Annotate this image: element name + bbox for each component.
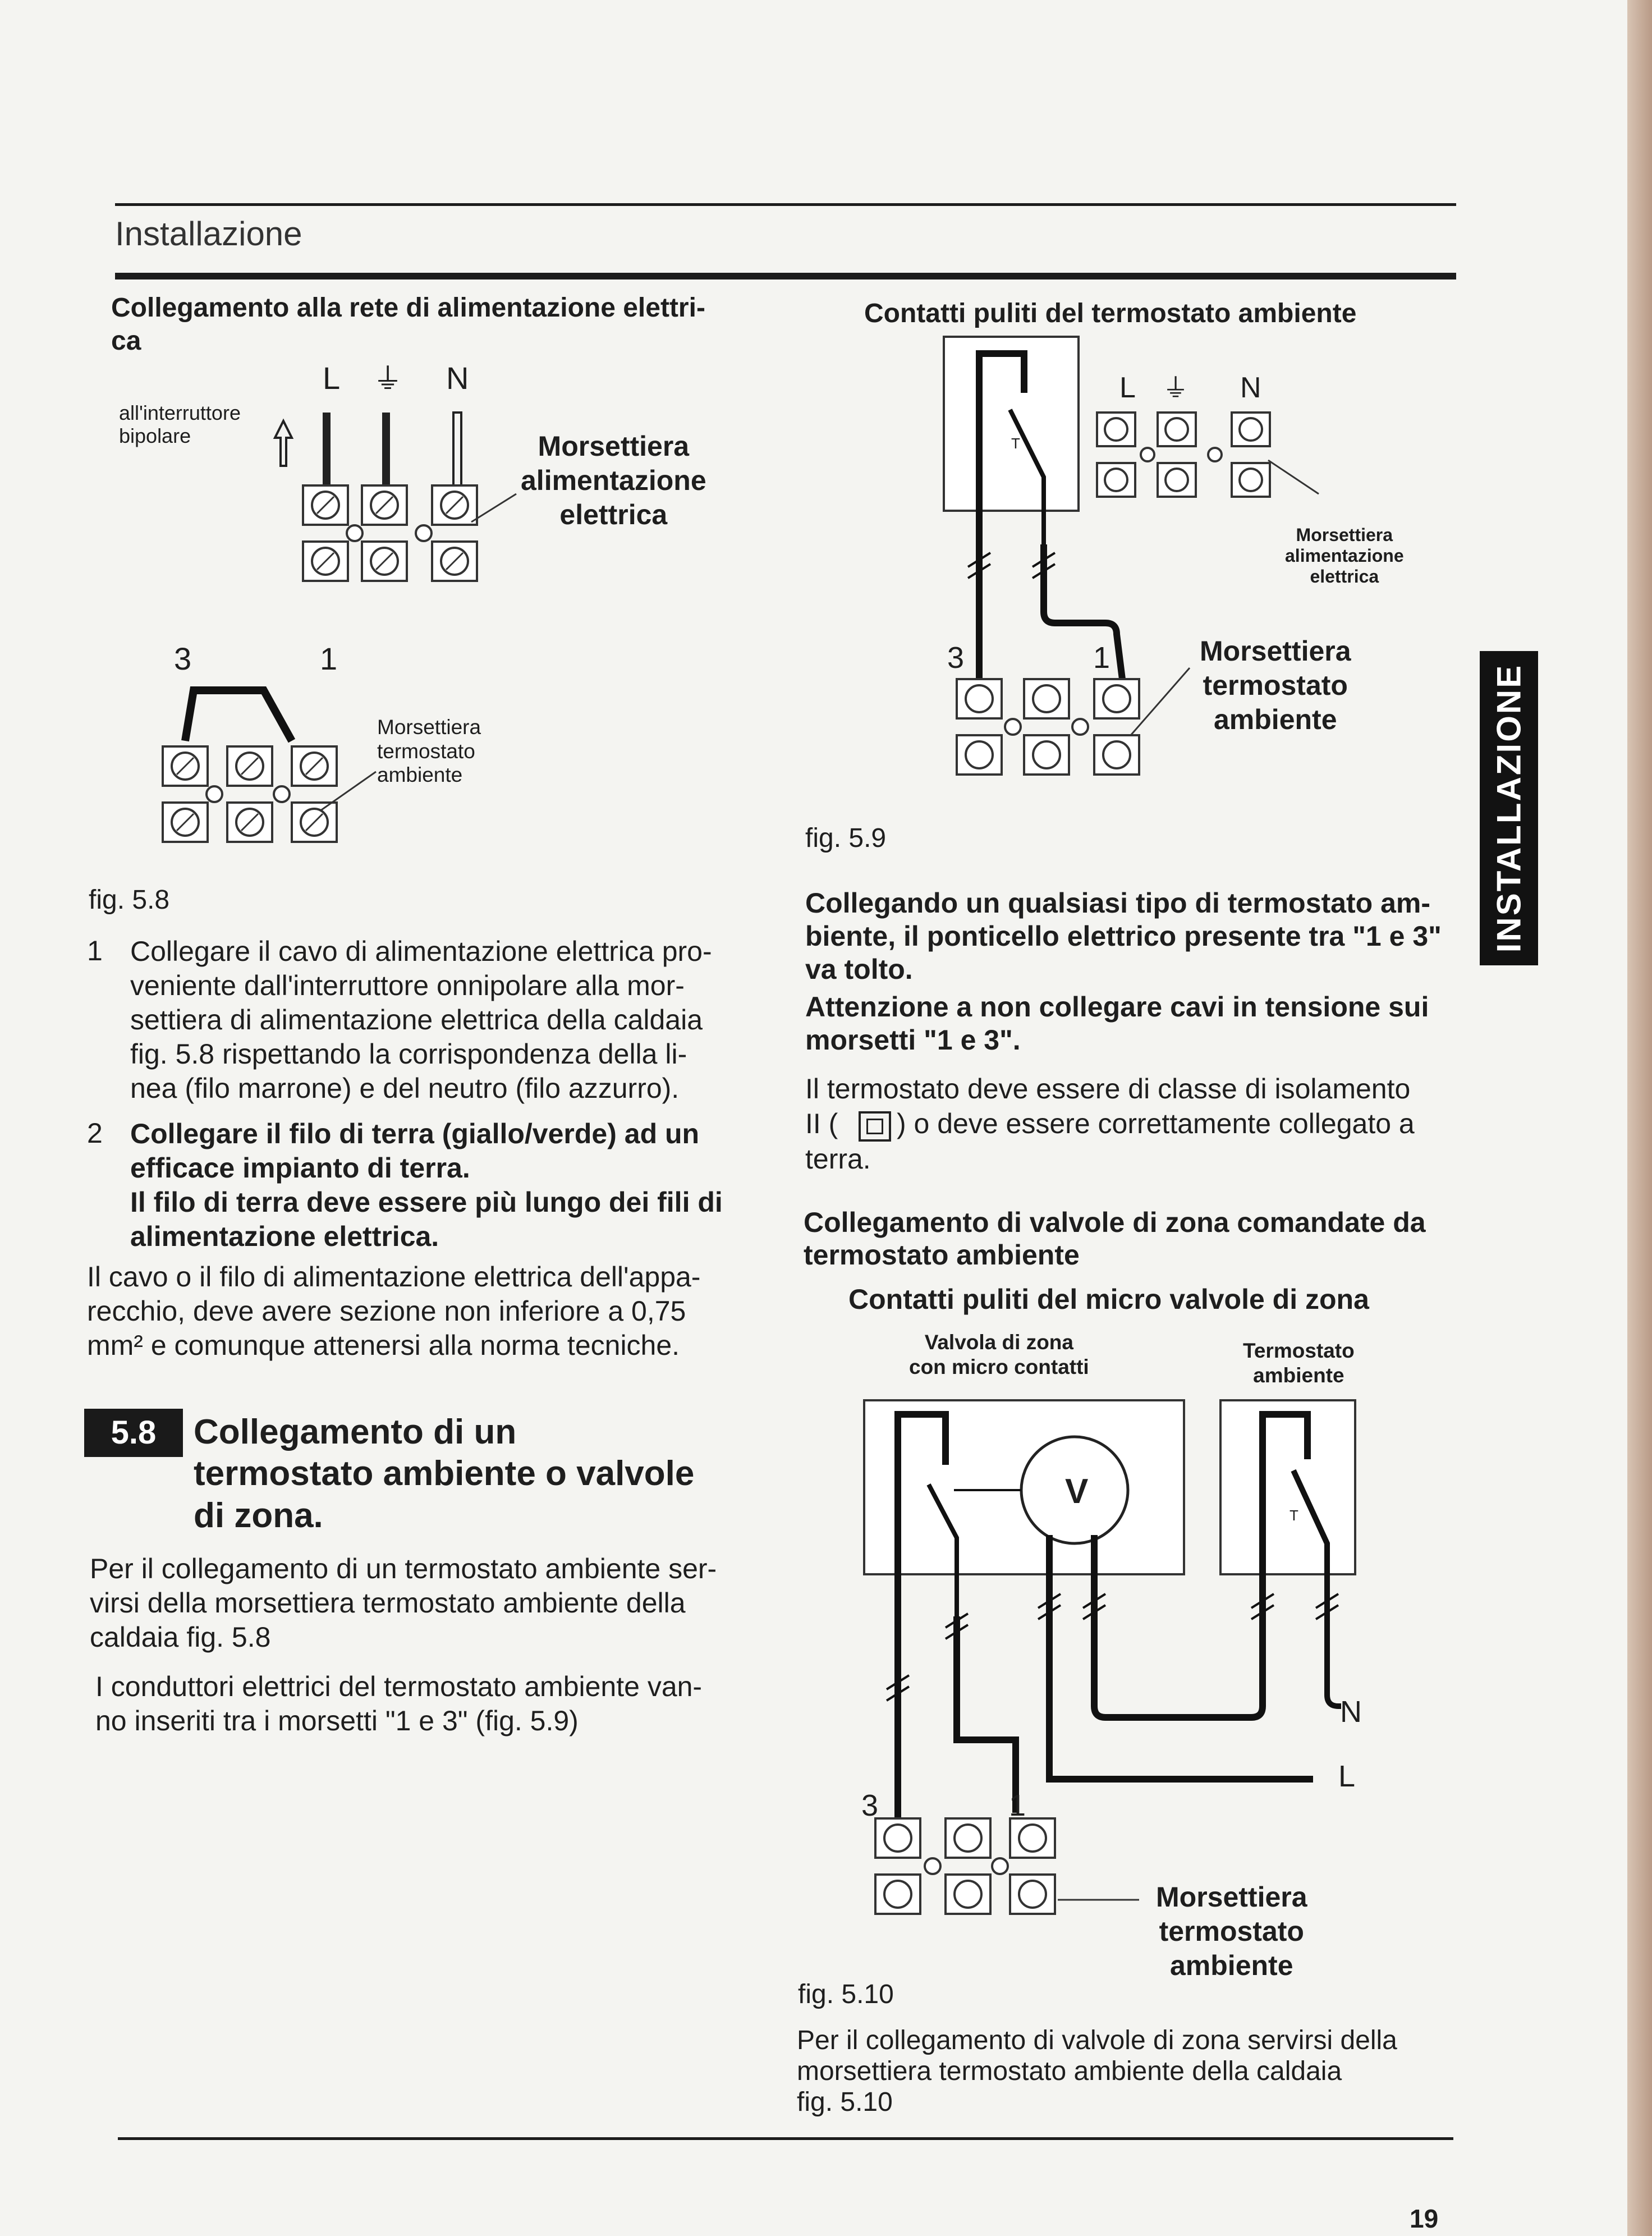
class-text-line2: ) o deve essere correttamente collegato … (897, 1108, 1415, 1139)
header-bottom-rule (115, 273, 1456, 280)
room-thermostat-box-icon (943, 336, 1080, 512)
cable-section-note: Il cavo o il filo di alimentazione elett… (87, 1261, 701, 1361)
fig-5-10-caption: fig. 5.10 (798, 1980, 894, 2009)
fig59-terminal-3-label: 3 (947, 641, 965, 675)
zone-valves-subheading: Contatti puliti del micro valvole di zon… (848, 1284, 1369, 1315)
fig59-thermostat-block-label: Morsettiera termostato ambiente (1200, 635, 1351, 735)
class-text-line3: terra. (805, 1143, 871, 1175)
thermostat-block-label: Morsettiera termostato ambiente (377, 716, 481, 787)
fig59-power-block-label: Morsettiera alimentazione elettrica (1285, 525, 1404, 587)
label-N: N (446, 360, 469, 396)
fig-5-8-power-diagram (273, 411, 517, 582)
step-1-text: Collegare il cavo di alimentazione elett… (130, 936, 712, 1104)
thermostat-terminal-block-fig59-icon (956, 678, 1140, 776)
header-title: Installazione (115, 215, 302, 253)
fig59-label-L: L (1119, 372, 1136, 404)
jumper-warning: Collegando un qualsiasi tipo di termosta… (805, 887, 1442, 985)
thermostat-terminal-block-icon (162, 745, 338, 843)
fig510-thermostat-label: Termostato ambiente (1243, 1339, 1355, 1387)
power-terminal-block-small-icon (1096, 411, 1271, 498)
thermostat-terminal-block-fig510-icon (874, 1817, 1056, 1915)
chapter-side-tab: INSTALLAZIONE (1480, 651, 1538, 965)
fig510-thermostat-T-label: T (1290, 1507, 1298, 1524)
zone-valve-label: Valvola di zona con micro contatti (909, 1331, 1089, 1379)
fig59-earth-icon: ⏚ (1163, 373, 1188, 402)
section-paragraph-1: Per il collegamento di un termostato amb… (90, 1553, 717, 1653)
section-title: Collegamento di un termostato ambiente o… (194, 1413, 695, 1535)
step-2-number: 2 (87, 1117, 103, 1149)
label-L: L (323, 360, 341, 396)
step-1-number: 1 (87, 935, 103, 966)
clean-contacts-heading: Contatti puliti del termostato ambiente (864, 299, 1357, 328)
fig59-terminal-1-label: 1 (1093, 641, 1110, 675)
jumper-wire (181, 686, 296, 743)
fig510-label-L: L (1338, 1760, 1356, 1793)
class-ii-insulation-icon (859, 1111, 891, 1142)
power-wires (323, 413, 390, 485)
page-edge (1627, 0, 1652, 2236)
step-2-text: Collegare il filo di terra (giallo/verde… (130, 1118, 723, 1252)
section-paragraph-2: I conduttori elettrici del termostato am… (95, 1671, 703, 1736)
zone-valves-closing-text: Per il collegamento di valvole di zona s… (797, 2026, 1397, 2118)
terminal-3-label: 3 (174, 641, 192, 676)
thermostat-T-label: T (1011, 435, 1020, 452)
room-thermostat-box-fig510-icon (1219, 1399, 1356, 1575)
fig-5-9-caption: fig. 5.9 (805, 823, 887, 853)
fig-5-8-caption: fig. 5.8 (89, 885, 170, 915)
fig-5-10-diagram (863, 1399, 1356, 1915)
fig510-terminal-3-label: 3 (861, 1789, 879, 1822)
fig-5-8-thermostat-diagram (162, 686, 377, 843)
terminal-1-label: 1 (320, 641, 338, 676)
switch-label: all'interruttore bipolare (119, 401, 241, 448)
section-number: 5.8 (84, 1409, 183, 1457)
footer-rule (118, 2137, 1453, 2140)
fig510-block-label: Morsettiera termostato ambiente (1156, 1881, 1307, 1981)
page-number: 19 (1410, 2204, 1439, 2233)
valve-V-label: V (1065, 1472, 1089, 1511)
power-connection-heading: Collegamento alla rete di alimentazione … (111, 293, 705, 356)
fig510-terminal-1-label: 1 (1009, 1789, 1026, 1822)
earth-icon: ⏚ (373, 363, 403, 396)
fig59-label-N: N (1240, 372, 1261, 404)
power-block-label: Morsettiera alimentazione elettrica (521, 430, 706, 530)
zone-valves-heading: Collegamento di valvole di zona comandat… (804, 1207, 1426, 1271)
class-text-line1: Il termostato deve essere di classe di i… (805, 1073, 1411, 1105)
bipolar-switch-arrow-icon (273, 418, 294, 467)
fig510-label-N: N (1340, 1695, 1362, 1729)
voltage-warning: Attenzione a non collegare cavi in tensi… (805, 991, 1429, 1056)
header-top-rule (115, 203, 1456, 206)
class-text-roman: II ( (805, 1108, 838, 1139)
fig-5-9-diagram (943, 336, 1319, 776)
